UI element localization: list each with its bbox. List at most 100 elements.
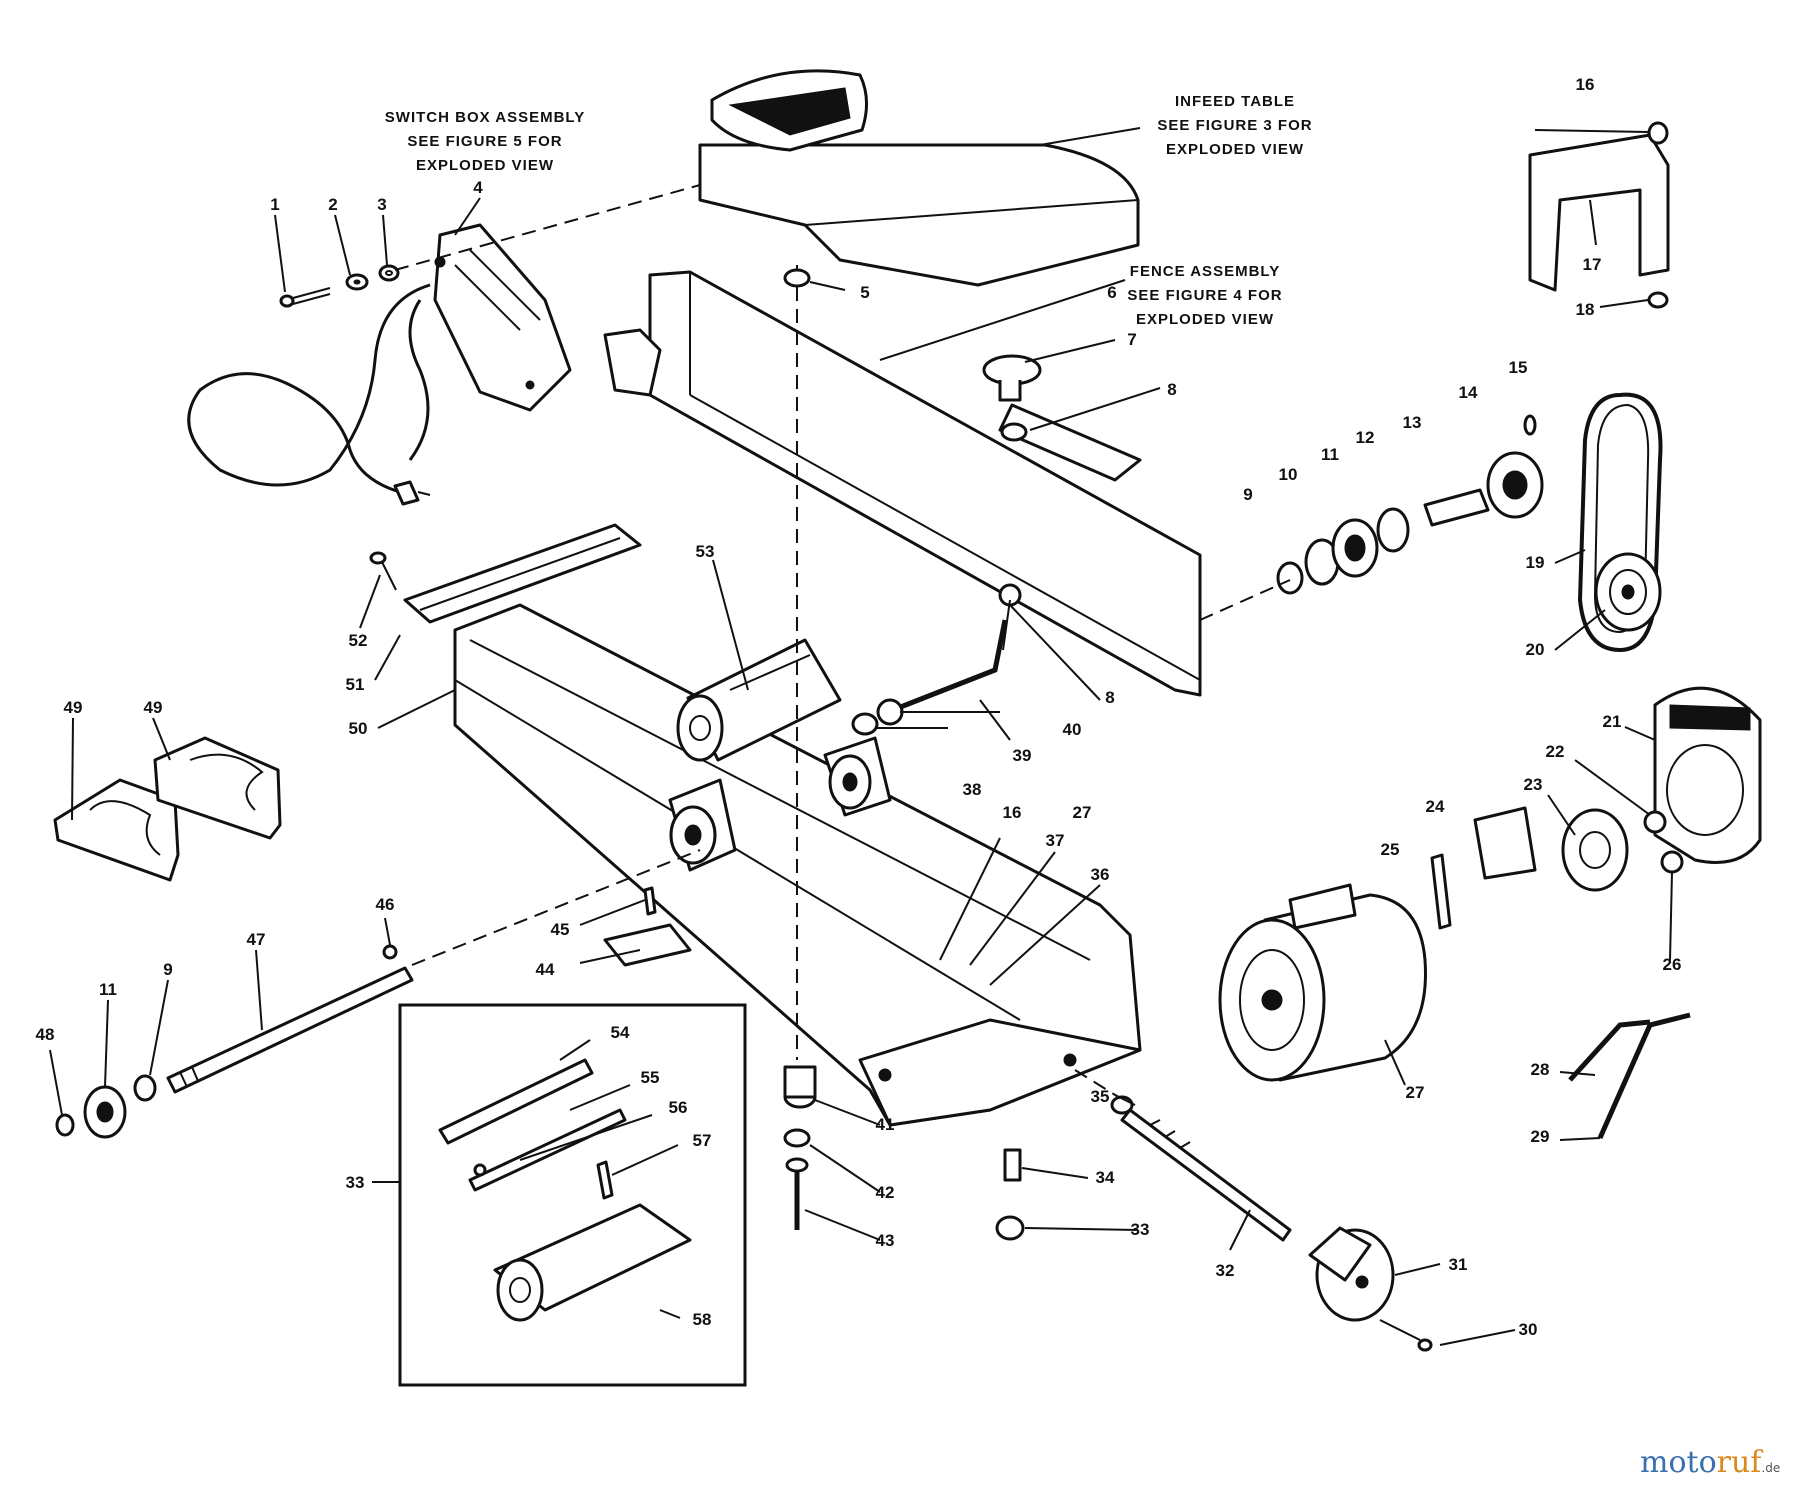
callout-33: 33: [1131, 1220, 1150, 1239]
hex-wrench-29: [1597, 1012, 1691, 1140]
belt-guard-bracket: [1528, 121, 1670, 309]
note-fence-line3: EXPLODED VIEW: [1136, 311, 1274, 328]
key-46: [382, 944, 398, 960]
callout-33b: 33: [346, 1173, 365, 1192]
callout-47: 47: [247, 930, 266, 949]
note-infeed-line3: EXPLODED VIEW: [1166, 141, 1304, 158]
callout-34: 34: [1096, 1168, 1115, 1187]
screw-48: [55, 1113, 75, 1137]
callout-30: 30: [1519, 1320, 1538, 1339]
cutter-head-53: [676, 638, 842, 762]
callout-36: 36: [1091, 865, 1110, 884]
callout-42: 42: [876, 1183, 895, 1202]
key-25: [1430, 853, 1452, 930]
pulley-23: [1561, 808, 1629, 892]
setscrew-34b: [1003, 1148, 1022, 1182]
switch-box: [433, 223, 572, 412]
callout-35: 35: [1091, 1087, 1110, 1106]
callout-9b: 9: [163, 960, 172, 979]
note-infeed-line2: SEE FIGURE 3 FOR: [1157, 117, 1312, 134]
callout-53: 53: [696, 542, 715, 561]
callout-11: 11: [1321, 445, 1339, 464]
ring-12: [1376, 507, 1410, 553]
pulley-cover-21: [1653, 686, 1762, 864]
callout-32: 32: [1216, 1261, 1235, 1280]
plate-44: [603, 923, 692, 967]
note-switch-box-assembly: SWITCH BOX ASSEMBLY SEE FIGURE 5 FOR EXP…: [385, 109, 585, 174]
callout-48: 48: [36, 1025, 55, 1044]
callout-9: 9: [1243, 485, 1252, 504]
callout-18: 18: [1576, 300, 1595, 319]
callout-16: 16: [1576, 75, 1595, 94]
note-fence-line2: SEE FIGURE 4 FOR: [1127, 287, 1282, 304]
leader-lines: [49, 129, 1673, 1346]
callout-16b: 16: [1003, 803, 1022, 822]
feed-screw-32: [1110, 1095, 1292, 1242]
screw-26: [1660, 850, 1684, 874]
screw-52: [369, 551, 397, 591]
callout-58: 58: [693, 1310, 712, 1329]
callout-43: 43: [876, 1231, 895, 1250]
callout-17: 17: [1583, 255, 1602, 274]
nut-33b: [995, 1215, 1025, 1241]
washer-3: [378, 264, 400, 282]
callout-12: 12: [1356, 428, 1375, 447]
callout-1: 1: [270, 195, 279, 214]
callout-26: 26: [1663, 955, 1682, 974]
note-switch-box-line3: EXPLODED VIEW: [416, 157, 554, 174]
callout-22: 22: [1546, 742, 1565, 761]
pulley-stack: [1199, 414, 1544, 621]
callout-49b: 49: [144, 698, 163, 717]
setscrew-15: [1523, 414, 1537, 436]
callout-13: 13: [1403, 413, 1422, 432]
callout-numbers: 1 2 3 4 5 6 7 8 9 10 11 12 13 14 15 16 1…: [36, 75, 1682, 1339]
callout-39: 39: [1013, 746, 1032, 765]
note-switch-box-line2: SEE FIGURE 5 FOR: [407, 133, 562, 150]
shaft-13: [1423, 488, 1490, 527]
rail-51: [403, 523, 642, 624]
callout-28: 28: [1531, 1060, 1550, 1079]
callout-11b: 11: [99, 980, 117, 999]
callout-45: 45: [551, 920, 570, 939]
callout-27b: 27: [1073, 803, 1092, 822]
bearing-support-right: [823, 736, 892, 817]
assembly-line-switch: [394, 184, 701, 271]
bearing-11b: [83, 1085, 127, 1139]
callout-46: 46: [376, 895, 395, 914]
callout-4: 4: [473, 178, 483, 197]
callout-23: 23: [1524, 775, 1543, 794]
callout-6: 6: [1107, 283, 1116, 302]
bracket-24: [1473, 806, 1537, 880]
callout-10: 10: [1279, 465, 1298, 484]
nut-39: [876, 698, 904, 726]
pin-45: [643, 886, 657, 916]
watermark-brand: motoruf.de: [1640, 1445, 1780, 1480]
foot-pad-49a: [53, 778, 180, 882]
motor-pulley-20: [1594, 552, 1662, 632]
crank-40: [897, 583, 1022, 711]
handwheel-31: [1308, 1226, 1395, 1322]
callout-57: 57: [693, 1131, 712, 1150]
note-switch-box-line1: SWITCH BOX ASSEMBLY: [385, 109, 585, 126]
note-infeed-line1: INFEED TABLE: [1175, 93, 1295, 110]
infeed-table: [698, 69, 1141, 287]
foot-pad-49b: [153, 736, 282, 840]
watermark: motoruf.de: [1640, 1445, 1780, 1480]
callout-37: 37: [1046, 831, 1065, 850]
spring-57: [596, 1160, 614, 1200]
callout-8: 8: [1167, 380, 1176, 399]
callout-55: 55: [641, 1068, 660, 1087]
nut-8: [1000, 422, 1028, 442]
bolt-43: [785, 1157, 809, 1230]
note-fence-assembly: FENCE ASSEMBLY SEE FIGURE 4 FOR EXPLODED…: [1127, 263, 1282, 328]
washer-42: [783, 1128, 811, 1148]
callout-54: 54: [611, 1023, 630, 1042]
callout-15: 15: [1509, 358, 1528, 377]
note-infeed-table: INFEED TABLE SEE FIGURE 3 FOR EXPLODED V…: [1157, 93, 1312, 158]
bearing-support-left: [668, 778, 737, 872]
note-fence-line1: FENCE ASSEMBLY: [1130, 263, 1280, 280]
washer-2: [345, 273, 369, 291]
callout-51: 51: [346, 675, 365, 694]
